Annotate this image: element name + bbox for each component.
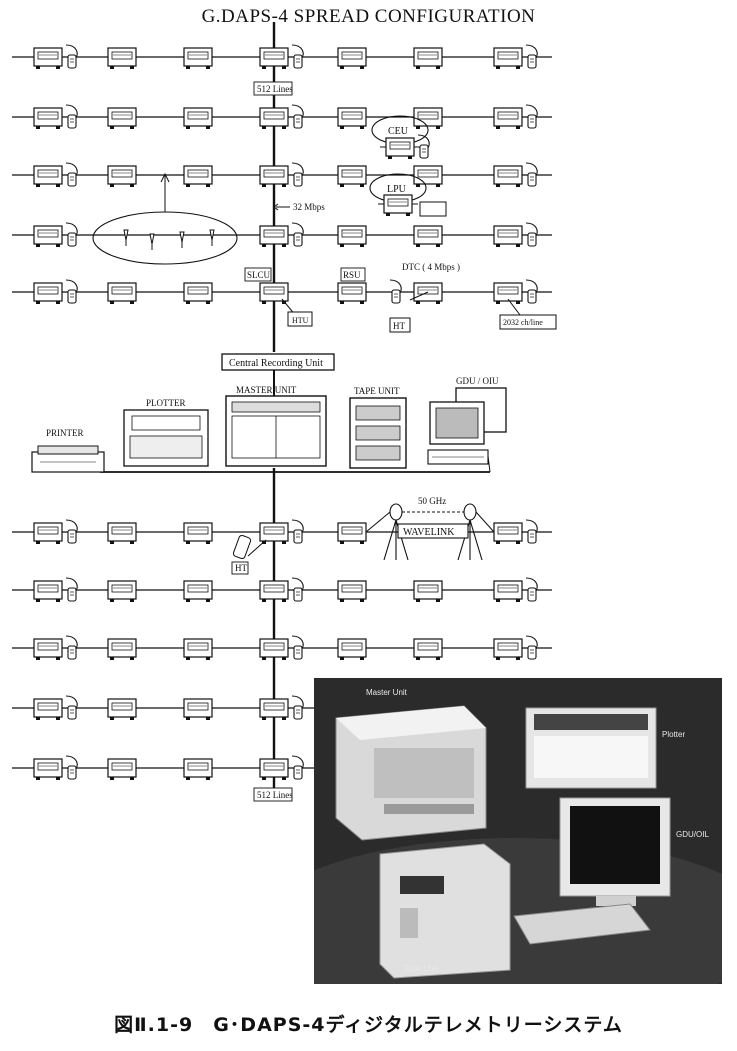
lines-label-bottom: 512 Lines (257, 790, 293, 800)
spread-line (12, 44, 552, 70)
gdu-oiu-label: GDU / OIU (456, 376, 499, 386)
spread-line (12, 162, 552, 188)
rsu-label: RSU (343, 270, 361, 280)
plotter-device (123, 409, 209, 467)
ghz-label: 50 GHz (418, 496, 446, 506)
tape-unit-label: TAPE UNIT (354, 386, 400, 396)
ceu-label: CEU (388, 126, 409, 137)
central-recording-label: Central Recording Unit (229, 358, 323, 369)
spread-line (12, 104, 552, 130)
rate-32-label: 32 Mbps (293, 202, 325, 212)
wavelink-label: WAVELINK (403, 527, 455, 538)
htu-box (287, 311, 313, 327)
dtc-label: DTC ( 4 Mbps ) (402, 262, 460, 272)
tape-unit-device (349, 397, 407, 469)
plotter-label: PLOTTER (146, 398, 186, 408)
lpu-terminal (419, 201, 447, 217)
figure-caption: 図Ⅱ.1-9 G･DAPS-4ディジタルテレメトリーシステム (114, 1014, 623, 1036)
photo-tape-unit (379, 843, 511, 979)
ht-label-upper: HT (393, 321, 405, 331)
photo-label-gdu: GDU/OIL (676, 830, 709, 839)
equipment-photo: Master Unit Plotter GDU/OIL Tape Unit (314, 678, 722, 984)
spread-line (12, 222, 552, 248)
ht-handset-lower (232, 534, 252, 560)
spread-line (12, 695, 314, 721)
photo-plotter (525, 707, 657, 789)
central-recording-box (221, 353, 335, 371)
geophone-string (92, 211, 238, 265)
photo-label-master: Master Unit (366, 688, 407, 697)
master-unit-device (225, 395, 327, 467)
channels-label: 2032 ch/line (503, 318, 543, 327)
lpu-label: LPU (387, 184, 407, 195)
spread-configuration-diagram: 512 Lines CEU LPU 32 Mbps SLCU RSU DTC (… (12, 22, 557, 802)
photo-master-unit (335, 705, 487, 841)
photo-label-tape: Tape Unit (404, 964, 438, 973)
channels-box (499, 314, 557, 330)
spread-line (12, 755, 314, 781)
printer-label: PRINTER (46, 428, 84, 438)
wavelink-assembly (365, 503, 495, 561)
ht-box-upper (389, 317, 411, 333)
gdu-oiu-device (427, 387, 507, 473)
spread-line (12, 577, 552, 603)
spread-line (12, 635, 552, 661)
lines-label-top: 512 Lines (257, 84, 293, 94)
master-unit-label: MASTER UNIT (236, 385, 297, 395)
photo-label-plotter: Plotter (662, 730, 686, 739)
printer-device (31, 445, 105, 473)
diagram-title: G.DAPS-4 SPREAD CONFIGURATION (201, 6, 536, 27)
slcu-label: SLCU (247, 270, 271, 280)
ht-label-lower: HT (235, 563, 247, 573)
photo-gdu-monitor (513, 797, 671, 945)
spread-line (12, 279, 552, 305)
htu-label: HTU (292, 316, 309, 325)
